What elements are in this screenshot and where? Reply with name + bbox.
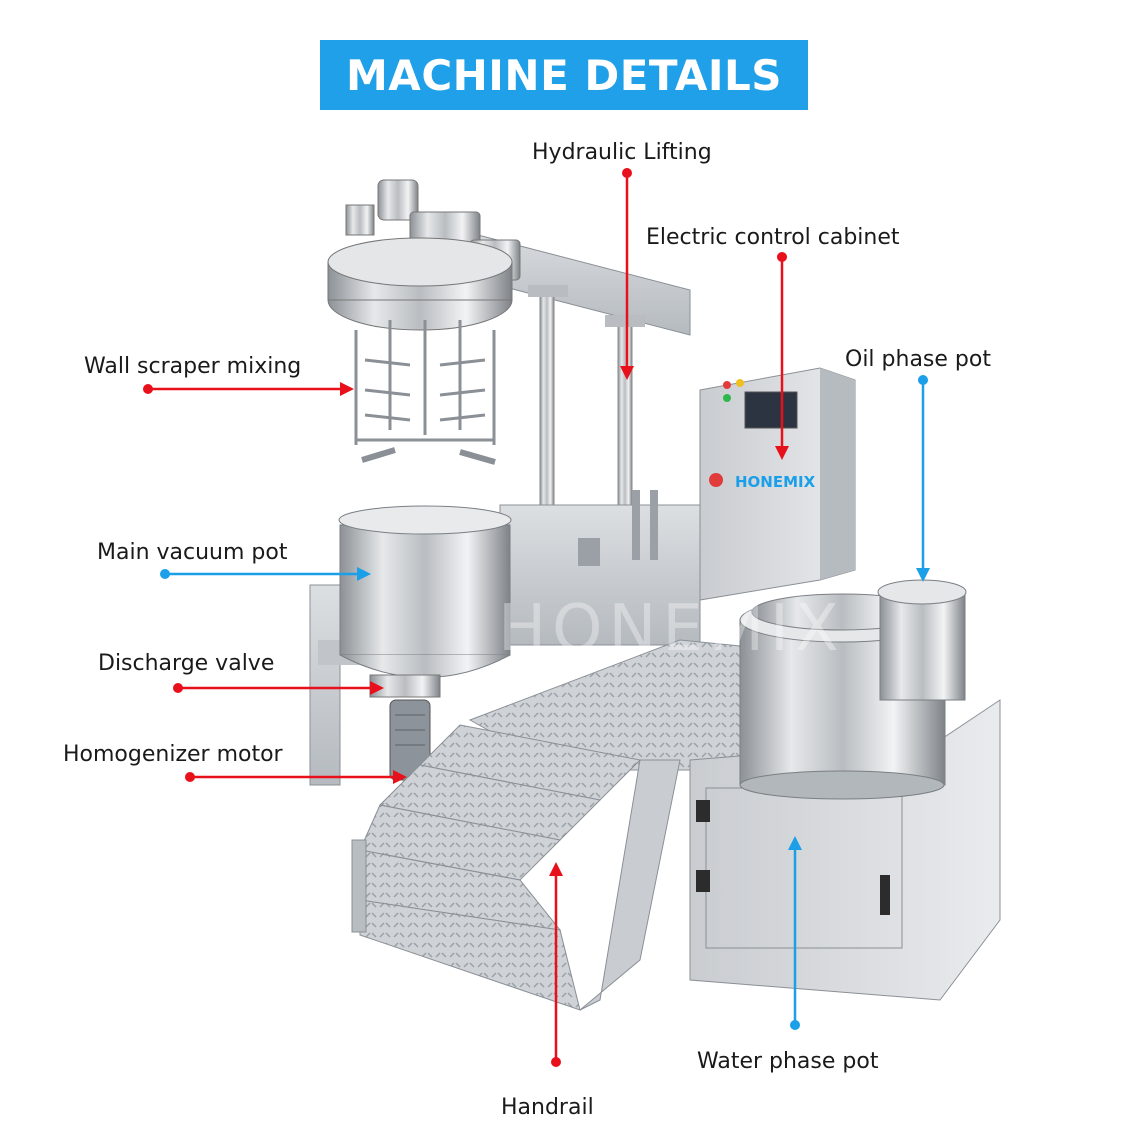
callout-dot-water bbox=[790, 1020, 800, 1030]
callouts bbox=[143, 168, 930, 1067]
callout-dot-discharge bbox=[173, 683, 183, 693]
callout-dot-main-pot bbox=[160, 569, 170, 579]
label-hydraulic-lifting: Hydraulic Lifting bbox=[532, 140, 712, 165]
control-cabinet: HONEMIX bbox=[699, 367, 856, 601]
label-wall-scraper-mixing: Wall scraper mixing bbox=[84, 354, 302, 379]
callout-dot-scraper bbox=[143, 384, 153, 394]
watermark-text: HONEMIX bbox=[498, 592, 845, 666]
label-oil-phase-pot: Oil phase pot bbox=[845, 347, 991, 372]
title-banner: MACHINE DETAILS bbox=[320, 40, 808, 110]
callout-dot-hydraulic bbox=[622, 168, 632, 178]
callout-arrow-discharge bbox=[370, 681, 384, 695]
callout-arrow-scraper bbox=[340, 382, 354, 396]
callout-dot-handrail bbox=[551, 1057, 561, 1067]
label-water-phase-pot: Water phase pot bbox=[697, 1049, 879, 1074]
main-vacuum-pot bbox=[309, 505, 512, 786]
callout-dot-cabinet bbox=[777, 252, 787, 262]
label-main-vacuum-pot: Main vacuum pot bbox=[97, 540, 288, 565]
brand-text: HONEMIX bbox=[735, 473, 816, 491]
callout-arrow-handrail bbox=[549, 862, 563, 876]
callout-arrow-hydraulic bbox=[620, 366, 634, 380]
rear-tank bbox=[499, 490, 701, 646]
callout-dot-oil bbox=[918, 375, 928, 385]
stairs bbox=[351, 724, 681, 1011]
callout-arrow-cabinet bbox=[775, 446, 789, 460]
lid-assembly bbox=[327, 179, 521, 331]
label-electric-control-cabinet: Electric control cabinet bbox=[646, 225, 900, 250]
callout-arrow-main-pot bbox=[357, 567, 371, 581]
label-handrail: Handrail bbox=[501, 1095, 594, 1120]
callout-arrow-water bbox=[788, 836, 802, 850]
label-discharge-valve: Discharge valve bbox=[98, 651, 275, 676]
wall-scraper-agitator bbox=[354, 320, 496, 465]
label-homogenizer-motor: Homogenizer motor bbox=[63, 742, 283, 767]
callout-arrow-oil bbox=[916, 568, 930, 582]
title-text: MACHINE DETAILS bbox=[346, 50, 782, 100]
oil-phase-pot bbox=[877, 579, 967, 701]
callout-dot-homogenizer bbox=[185, 772, 195, 782]
homogenizer-motor bbox=[369, 674, 441, 781]
callout-arrow-homogenizer bbox=[393, 770, 407, 784]
